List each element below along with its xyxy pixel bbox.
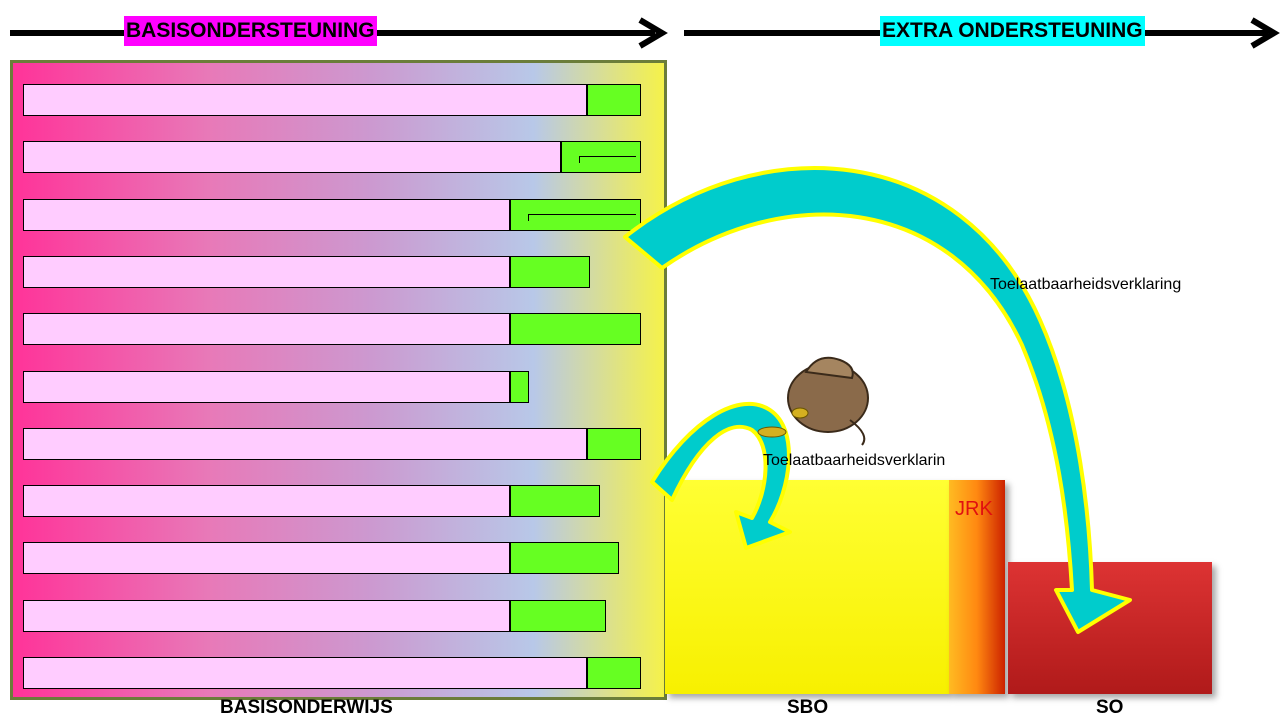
support-bar — [23, 256, 510, 288]
support-bar — [23, 485, 510, 517]
sbo-box — [665, 480, 949, 694]
so-label: SO — [1096, 697, 1124, 718]
basisonderwijs-label: BASISONDERWIJS — [220, 697, 393, 718]
support-bar-extension — [561, 141, 641, 173]
support-bar — [23, 371, 510, 403]
arrow-right-icon-head — [638, 17, 668, 49]
support-bar-extension — [510, 542, 619, 574]
support-bar-extension — [510, 600, 606, 632]
money-bag-icon — [757, 356, 869, 446]
support-bar — [23, 542, 510, 574]
jrk-box — [949, 480, 1005, 694]
curved-arrow-icon — [623, 166, 1132, 634]
support-bar-extension — [510, 199, 641, 231]
bar-marker — [579, 156, 636, 163]
support-bar-extension — [510, 371, 529, 403]
arrow-right-icon-head — [1250, 17, 1280, 49]
support-bar — [23, 657, 587, 689]
jrk-label: JRK — [955, 498, 993, 520]
bar-marker — [528, 214, 636, 221]
sbo-label: SBO — [787, 697, 829, 718]
extra-ondersteuning-label: EXTRA ONDERSTEUNING — [880, 16, 1145, 46]
toelaatbaarheidsverklaring-so: Toelaatbaarheidsverklaring — [990, 276, 1182, 293]
support-bar-extension — [510, 256, 590, 288]
support-bar-extension — [510, 485, 600, 517]
support-bar-extension — [587, 428, 641, 460]
so-box — [1008, 562, 1212, 694]
support-bar — [23, 428, 587, 460]
basisondersteuning-label: BASISONDERSTEUNING — [124, 16, 377, 46]
support-bar-extension — [587, 657, 641, 689]
support-bar — [23, 141, 561, 173]
basisonderwijs-panel — [10, 60, 667, 700]
support-bar-extension — [510, 313, 641, 345]
support-bar — [23, 313, 510, 345]
support-bar — [23, 199, 510, 231]
toelaatbaarheidsverklaring-sbo: Toelaatbaarheidsverklarin — [763, 452, 946, 469]
support-bar — [23, 600, 510, 632]
support-bar — [23, 84, 587, 116]
curved-arrow-icon — [650, 401, 792, 550]
support-bar-extension — [587, 84, 641, 116]
